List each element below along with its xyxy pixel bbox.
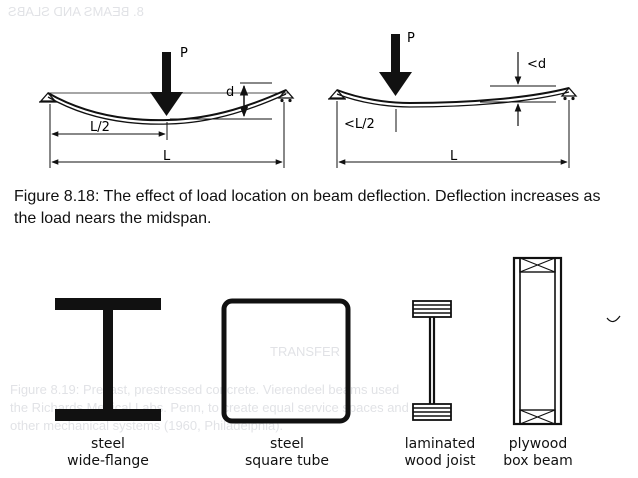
right-beam-bent [336,87,570,105]
bleed-through-middle: TRANSFER [270,344,341,359]
left-load-label: P [180,46,188,61]
caption-text: The effect of load location on beam defl… [14,188,601,227]
section-label-wide-flange-line2: wide-flange [67,453,149,469]
right-beam-diagram: P <d <L/2 L [328,31,578,168]
left-beam-diagram: P d L/2 L [39,46,295,168]
plywood-box-beam-section [512,256,563,426]
caption-label: Figure 8.18: [14,188,100,205]
section-label-wide-flange-line1: steel [91,436,125,452]
right-span-label: L [450,149,458,164]
right-load-arrow [379,34,412,96]
section-label-wood-joist-line2: wood joist [404,453,476,469]
steel-square-tube-section [221,298,351,424]
section-label-square-tube-line2: square tube [245,453,329,469]
section-label-square-tube-line1: steel [270,436,304,452]
right-partial-span-label: <L/2 [344,117,375,132]
bleed-through-line-3: other mechanical systems (1960, Philadel… [10,418,284,433]
steel-wide-flange-section [55,298,161,421]
right-beam-pin-support [328,89,346,99]
figure-caption: Figure 8.18: The effect of load location… [14,186,626,230]
left-span-label: L [163,149,171,164]
section-label-box-beam-line2: box beam [503,453,572,469]
edge-mark [606,315,621,323]
section-label-box-beam-line1: plywood [509,436,568,452]
left-beam-pin-support [39,92,57,102]
section-label-wood-joist-line1: laminated [405,436,475,452]
right-load-label: P [407,31,415,46]
left-deflection-label: d [226,85,234,100]
right-beam-roller-support [560,87,578,97]
left-beam-roller-support [277,89,295,99]
left-half-span-label: L/2 [90,120,110,135]
left-beam-bent [47,89,287,122]
laminated-wood-joist-section [412,300,452,421]
right-deflection-label: <d [527,57,546,72]
left-load-arrow [150,52,183,116]
